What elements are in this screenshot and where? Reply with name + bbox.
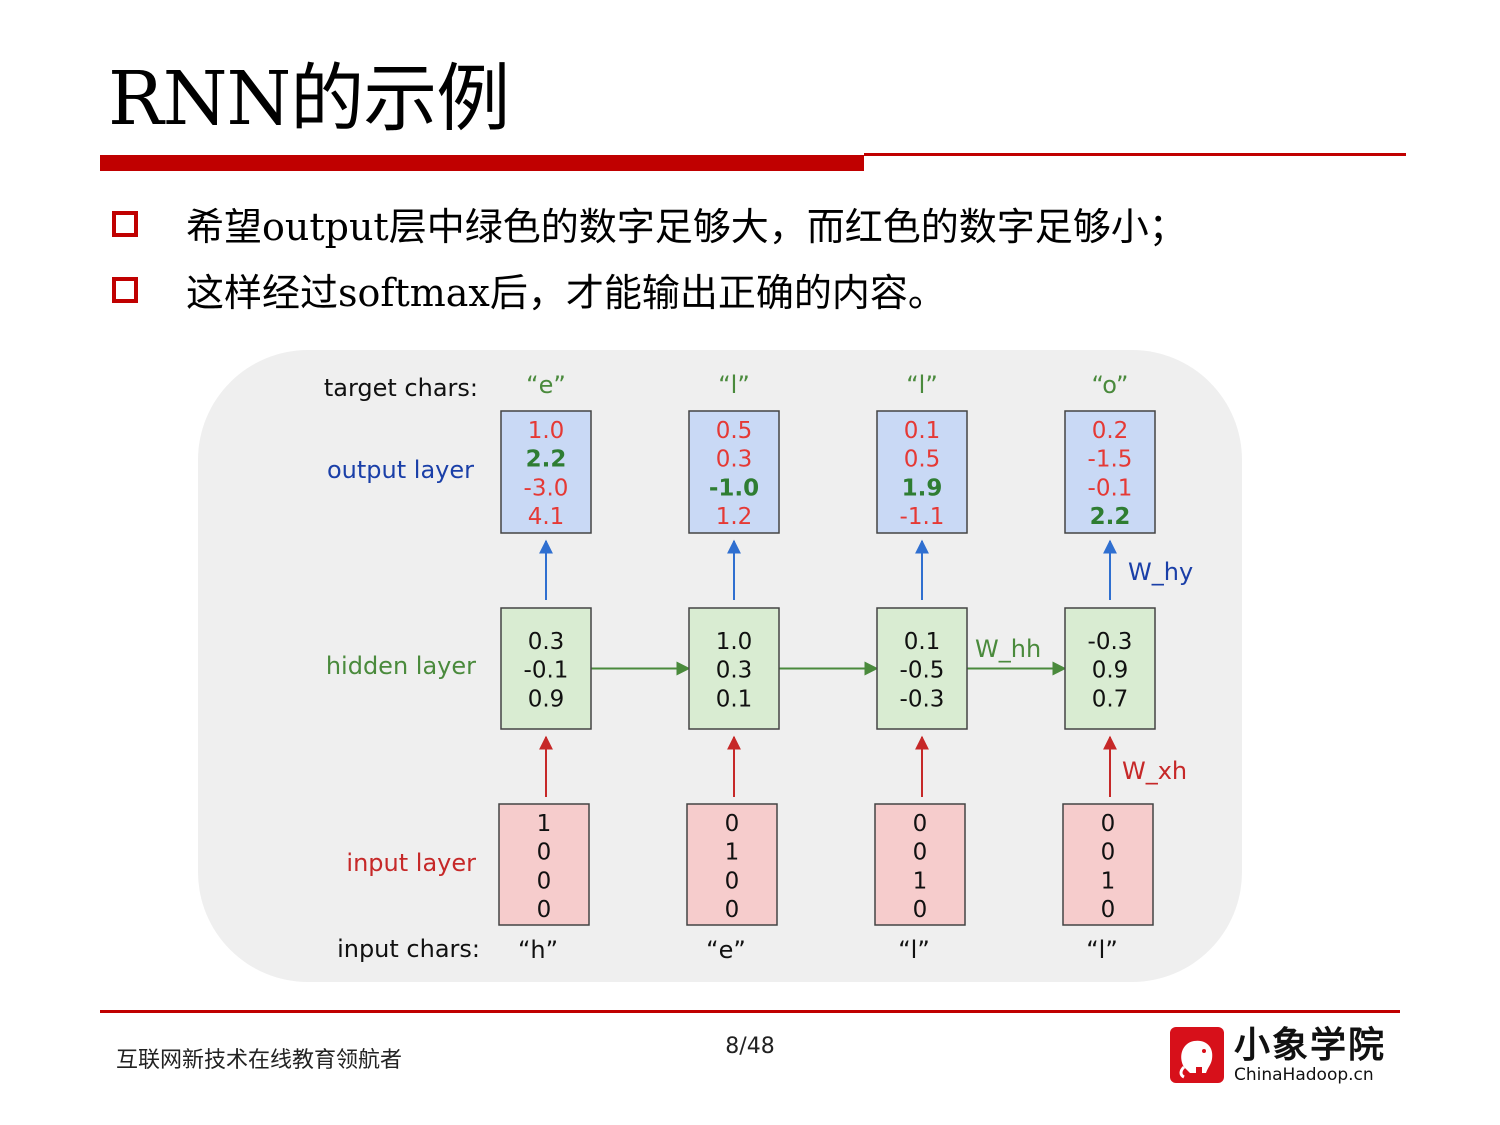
output-box xyxy=(500,410,592,534)
hidden-value: 0.1 xyxy=(904,629,941,655)
input-value: 0 xyxy=(537,840,552,866)
hidden-value: 0.7 xyxy=(1092,686,1129,712)
output-value: -0.1 xyxy=(1088,475,1133,501)
hidden-layer-label: hidden layer xyxy=(326,652,476,680)
input-char: “e” xyxy=(706,936,746,964)
input-value: 0 xyxy=(537,897,552,923)
hidden-value: -0.3 xyxy=(900,686,945,712)
target-chars-label: target chars: xyxy=(324,374,478,402)
hidden-value: 0.3 xyxy=(716,658,753,684)
output-value: 0.5 xyxy=(716,418,753,444)
hidden-value: -0.5 xyxy=(900,658,945,684)
hidden-value: 0.9 xyxy=(528,686,565,712)
input-value: 1 xyxy=(725,840,740,866)
target-char: “o” xyxy=(1092,371,1129,399)
footer-rule xyxy=(100,1010,1400,1013)
hidden-box xyxy=(688,607,780,730)
w-hh-label: W_hh xyxy=(975,635,1041,663)
output-value: 2.2 xyxy=(526,447,567,473)
target-char: “l” xyxy=(718,371,750,399)
output-box xyxy=(688,410,780,534)
elephant-logo-icon xyxy=(1170,1027,1224,1083)
bullet-square-icon xyxy=(112,210,138,237)
input-box xyxy=(498,803,590,926)
target-char: “l” xyxy=(906,371,938,399)
input-value: 1 xyxy=(1101,868,1116,894)
input-value: 0 xyxy=(1101,811,1116,837)
output-value: 4.1 xyxy=(528,504,565,530)
w-hy-label: W_hy xyxy=(1128,558,1193,586)
logo-name: 小象学院 xyxy=(1234,1025,1387,1066)
hidden-value: -0.3 xyxy=(1088,629,1133,655)
hidden-value: 0.3 xyxy=(528,629,565,655)
logo: 小象学院 ChinaHadoop.cn xyxy=(1170,1026,1386,1084)
input-layer-label: input layer xyxy=(346,849,476,877)
hidden-box xyxy=(500,607,592,730)
hidden-value: 0.9 xyxy=(1092,658,1129,684)
w-xh-label: W_xh xyxy=(1122,757,1187,785)
output-value: 0.5 xyxy=(904,447,941,473)
output-value: -1.1 xyxy=(900,504,945,530)
input-value: 0 xyxy=(1101,840,1116,866)
input-box xyxy=(1062,803,1154,926)
target-char: “e” xyxy=(526,371,566,399)
output-value: -3.0 xyxy=(524,475,569,501)
bullet-square-icon xyxy=(112,276,138,303)
input-value: 0 xyxy=(1101,897,1116,923)
output-value: 1.2 xyxy=(716,504,753,530)
input-value: 0 xyxy=(913,840,928,866)
output-value: 0.2 xyxy=(1092,418,1129,444)
page-number: 8/48 xyxy=(725,1034,775,1059)
input-value: 0 xyxy=(913,811,928,837)
bullet-item: 希望output层中绿色的数字足够大，而红色的数字足够小； xyxy=(112,196,1187,251)
output-layer-label: output layer xyxy=(327,456,474,484)
input-value: 0 xyxy=(725,897,740,923)
title-rule-thick xyxy=(100,155,864,171)
output-value: -1.5 xyxy=(1088,447,1133,473)
input-value: 0 xyxy=(725,811,740,837)
output-value: 0.3 xyxy=(716,447,753,473)
title-rule-thin xyxy=(864,153,1406,156)
input-char: “h” xyxy=(518,936,558,964)
input-value: 1 xyxy=(537,811,552,837)
bullet-text: 这样经过softmax后，才能输出正确的内容。 xyxy=(186,271,946,315)
hidden-value: -0.1 xyxy=(524,658,569,684)
input-chars-label: input chars: xyxy=(337,935,480,963)
output-value: -1.0 xyxy=(709,475,759,501)
output-value: 1.9 xyxy=(902,475,943,501)
hidden-value: 1.0 xyxy=(716,629,753,655)
output-value: 1.0 xyxy=(528,418,565,444)
input-char: “l” xyxy=(898,936,930,964)
hidden-box xyxy=(1064,607,1156,730)
output-value: 2.2 xyxy=(1090,504,1131,530)
input-value: 0 xyxy=(913,897,928,923)
input-value: 1 xyxy=(913,868,928,894)
input-box xyxy=(686,803,778,926)
hidden-value: 0.1 xyxy=(716,686,753,712)
input-value: 0 xyxy=(725,868,740,894)
footer-slogan: 互联网新技术在线教育领航者 xyxy=(116,1048,403,1073)
hidden-box xyxy=(876,607,968,730)
logo-site: ChinaHadoop.cn xyxy=(1234,1065,1374,1085)
output-box xyxy=(876,410,968,534)
bullet-text: 希望output层中绿色的数字足够大，而红色的数字足够小； xyxy=(186,205,1187,249)
output-box xyxy=(1064,410,1156,534)
input-value: 0 xyxy=(537,868,552,894)
page-title: RNN的示例 xyxy=(108,56,510,142)
bullet-item: 这样经过softmax后，才能输出正确的内容。 xyxy=(112,262,946,317)
output-value: 0.1 xyxy=(904,418,941,444)
input-char: “l” xyxy=(1086,936,1118,964)
input-box xyxy=(874,803,966,926)
